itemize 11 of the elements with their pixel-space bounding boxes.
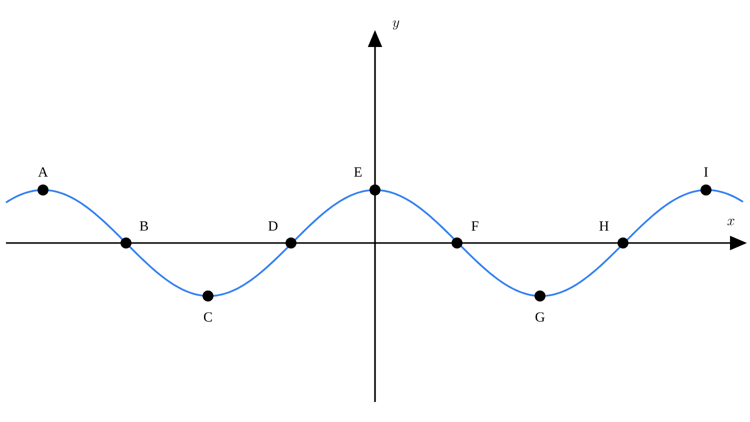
point-label: D <box>268 221 278 231</box>
point-label: H <box>599 221 609 231</box>
point-label: I <box>704 167 708 177</box>
axis-label: $y$ <box>392 20 400 30</box>
point-label: F <box>472 221 478 231</box>
point-label: A <box>38 167 48 177</box>
axis-label: $x$ <box>727 218 734 226</box>
point-label: C <box>204 312 212 322</box>
point-label: G <box>536 312 545 322</box>
point-label: B <box>140 221 148 231</box>
point-label: E <box>354 167 362 177</box>
